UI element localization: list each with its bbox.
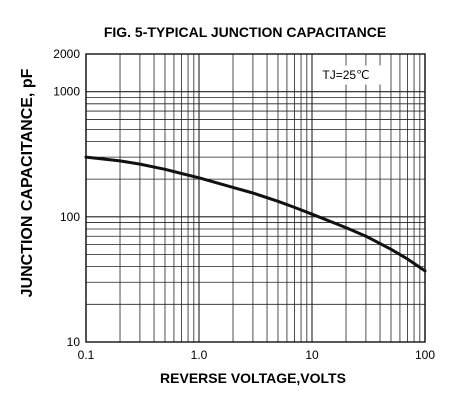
x-tick-label: 1.0 bbox=[191, 348, 208, 362]
y-tick-label: 2000 bbox=[53, 47, 80, 61]
grid bbox=[85, 53, 426, 343]
plot-frame bbox=[85, 53, 426, 343]
x-tick-label: 10 bbox=[305, 348, 319, 362]
axes bbox=[85, 53, 426, 343]
chart-title: FIG. 5-TYPICAL JUNCTION CAPACITANCE bbox=[104, 24, 386, 40]
capacitance-curve bbox=[84, 155, 427, 273]
tick-labels: 0.1 1.0 10 100 10 100 1000 2000 bbox=[53, 47, 435, 362]
y-tick-label: 100 bbox=[60, 210, 80, 224]
series bbox=[84, 155, 427, 273]
y-tick-label: 1000 bbox=[53, 85, 80, 99]
x-tick-label: 0.1 bbox=[78, 348, 95, 362]
x-tick-label: 100 bbox=[415, 348, 435, 362]
temperature-annotation-text: TJ=25℃ bbox=[322, 68, 369, 82]
y-axis-title: JUNCTION CAPACITANCE, pF bbox=[19, 68, 36, 297]
y-tick-label: 10 bbox=[67, 335, 81, 349]
x-axis-title: REVERSE VOLTAGE,VOLTS bbox=[160, 370, 346, 386]
temperature-annotation: TJ=25℃ bbox=[314, 65, 381, 85]
